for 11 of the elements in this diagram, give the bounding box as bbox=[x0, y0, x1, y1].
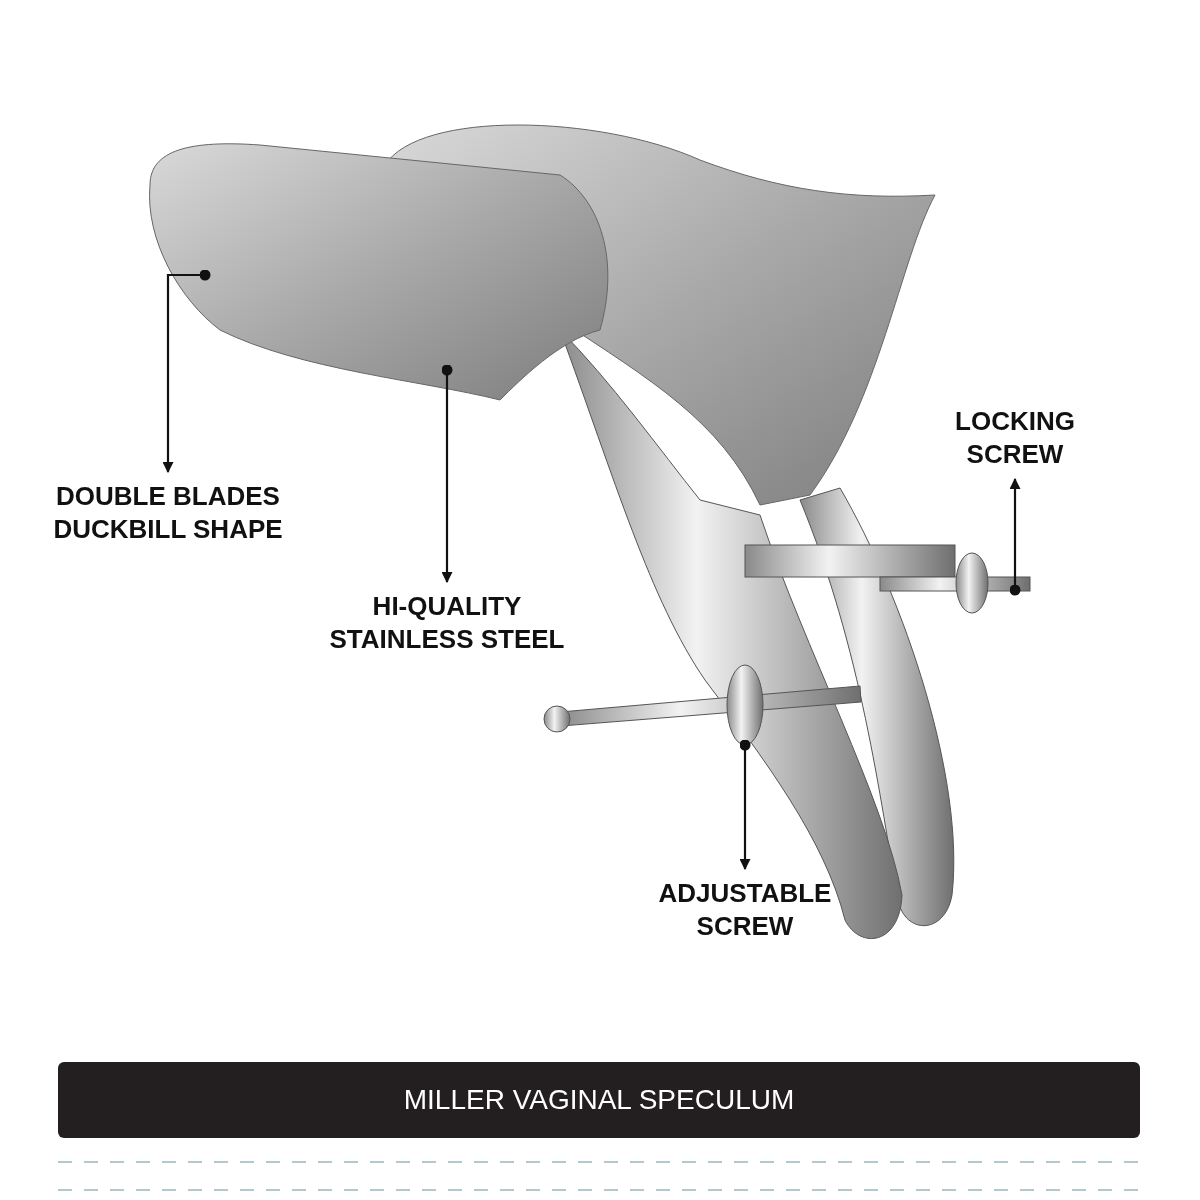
leader-line bbox=[441, 364, 453, 584]
callout-label: HI-QUALITY STAINLESS STEEL bbox=[328, 590, 566, 656]
leader-line bbox=[1009, 477, 1021, 596]
callout-label: ADJUSTABLE SCREW bbox=[657, 877, 833, 943]
adjustable-screw-drawing bbox=[543, 664, 862, 746]
callout-label: LOCKING SCREW bbox=[954, 405, 1076, 471]
leader-line bbox=[162, 269, 211, 474]
callout-label: DOUBLE BLADES DUCKBILL SHAPE bbox=[52, 480, 284, 546]
locking-screw-drawing bbox=[879, 552, 1031, 614]
title: MILLER VAGINAL SPECULUM bbox=[403, 1084, 795, 1116]
leader-line bbox=[739, 739, 751, 871]
